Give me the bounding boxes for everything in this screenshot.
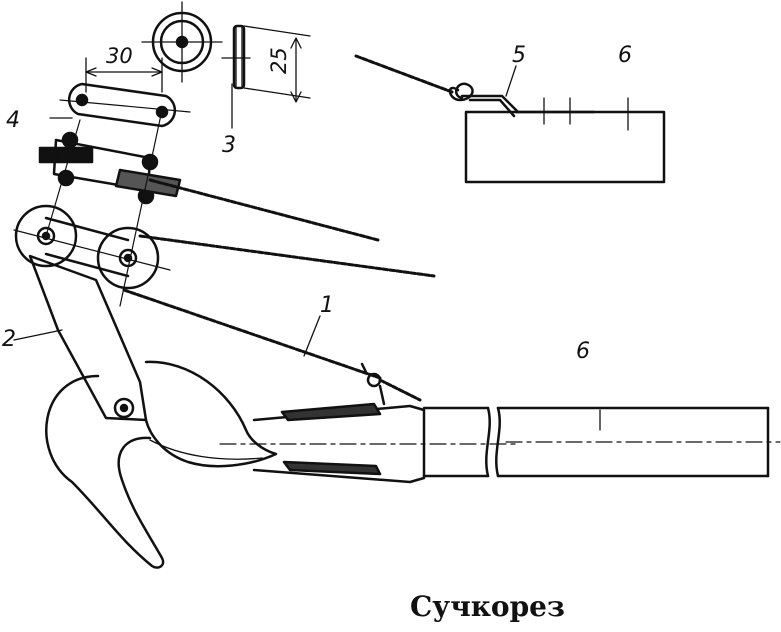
- part-label-1: 1: [320, 293, 334, 318]
- sickle-blade: [144, 360, 278, 468]
- pulley-pair: [13, 109, 171, 307]
- dimension-30-label: 30: [106, 44, 133, 68]
- diagram-caption: Сучкорез: [410, 590, 565, 623]
- part-label-3: 3: [222, 133, 236, 158]
- handle-pole: [495, 406, 781, 478]
- pulley-wheel: [141, 1, 223, 83]
- link-plate: [49, 82, 191, 128]
- part-label-2: 2: [2, 327, 16, 352]
- cords: [122, 54, 454, 402]
- dimension-25-label: 25: [267, 47, 291, 74]
- part-label-4: 4: [6, 108, 20, 133]
- pulley-side-view: [221, 24, 311, 129]
- hook-blade: [45, 374, 165, 569]
- bracket-clamp: [38, 131, 182, 205]
- dimension-30: [85, 57, 163, 93]
- cord-knot: [360, 362, 386, 406]
- part-label-5: 5: [512, 43, 526, 68]
- inset-cord-detail: [448, 82, 666, 184]
- part-label-6-handle: 6: [576, 339, 590, 364]
- leader-lines: [13, 65, 601, 431]
- part-label-6-inset: 6: [618, 43, 632, 68]
- lever-arm: [28, 254, 148, 422]
- handle-sleeve: [219, 402, 521, 484]
- lever-pivot-bolt: [113, 397, 135, 419]
